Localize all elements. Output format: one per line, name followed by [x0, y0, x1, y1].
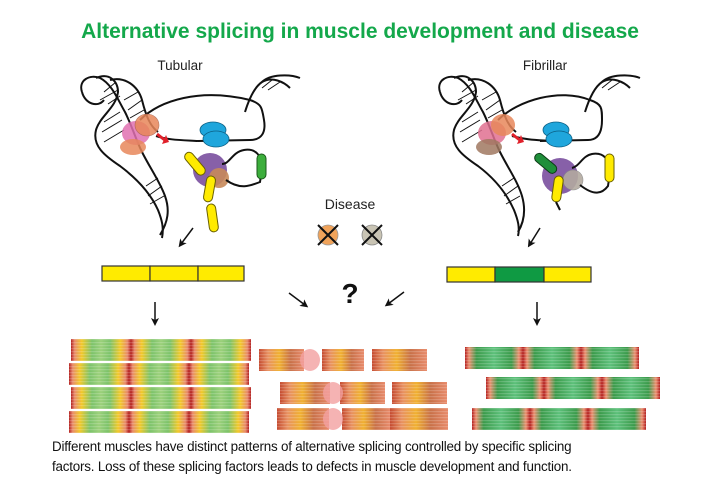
disease-factor-orange-crossed: [317, 224, 339, 246]
exon-yellow-capsule: [206, 203, 219, 233]
fiber-break: [323, 408, 343, 430]
arrows: [151, 227, 541, 326]
fiber-break: [323, 382, 343, 404]
exon-yellow-capsule: [203, 175, 216, 203]
splicing-factor-brown-bottom: [476, 139, 502, 155]
splicing-factor-orange-top: [134, 113, 160, 137]
question-mark: ?: [341, 278, 359, 309]
exon-yellow-capsule: [551, 175, 564, 203]
arrow-down-left-icon: [527, 227, 541, 248]
exon-green-capsule: [256, 153, 267, 180]
tubular-label: Tubular: [157, 58, 203, 73]
disease-muscle-fibers: [259, 349, 448, 430]
exon-green-capsule: [534, 152, 558, 174]
fibrillar-label: Fibrillar: [522, 58, 568, 73]
exon-yellow: [446, 266, 496, 283]
tubular-exon-bar: [101, 265, 245, 282]
exon-yellow: [197, 265, 245, 282]
arrow-down-left-icon: [384, 291, 405, 307]
splicing-factor-orange-top: [491, 114, 515, 136]
tubular-gene-model: [80, 74, 301, 239]
exon-yellow: [149, 265, 199, 282]
exon-yellow: [543, 266, 592, 283]
fibrillar-muscle-fibers: [465, 347, 660, 430]
tubular-muscle-fibers: [69, 339, 251, 433]
fibrillar-gene-model: [438, 74, 641, 237]
caption-line-1: Different muscles have distinct patterns…: [52, 439, 572, 454]
disease-label: Disease: [324, 196, 376, 212]
splicing-factor-orange-bottom: [120, 139, 146, 155]
arrow-down-right-icon: [288, 292, 309, 308]
arrow-down-left-icon: [178, 227, 194, 248]
figure-caption: Different muscles have distinct patterns…: [52, 437, 712, 477]
exon-yellow-capsule: [604, 153, 615, 183]
fibrillar-exon-bar: [446, 266, 592, 283]
disease-factor-gray-crossed: [361, 224, 383, 246]
exon-yellow-capsule: [184, 151, 206, 176]
figure-title: Alternative splicing in muscle developme…: [81, 20, 639, 43]
exon-green: [494, 266, 545, 283]
caption-line-2: factors. Loss of these splicing factors …: [52, 459, 572, 474]
exon-yellow: [101, 265, 151, 282]
fiber-break: [300, 349, 320, 371]
splicing-factor-gray: [562, 169, 584, 191]
disease-factors: [317, 224, 383, 246]
